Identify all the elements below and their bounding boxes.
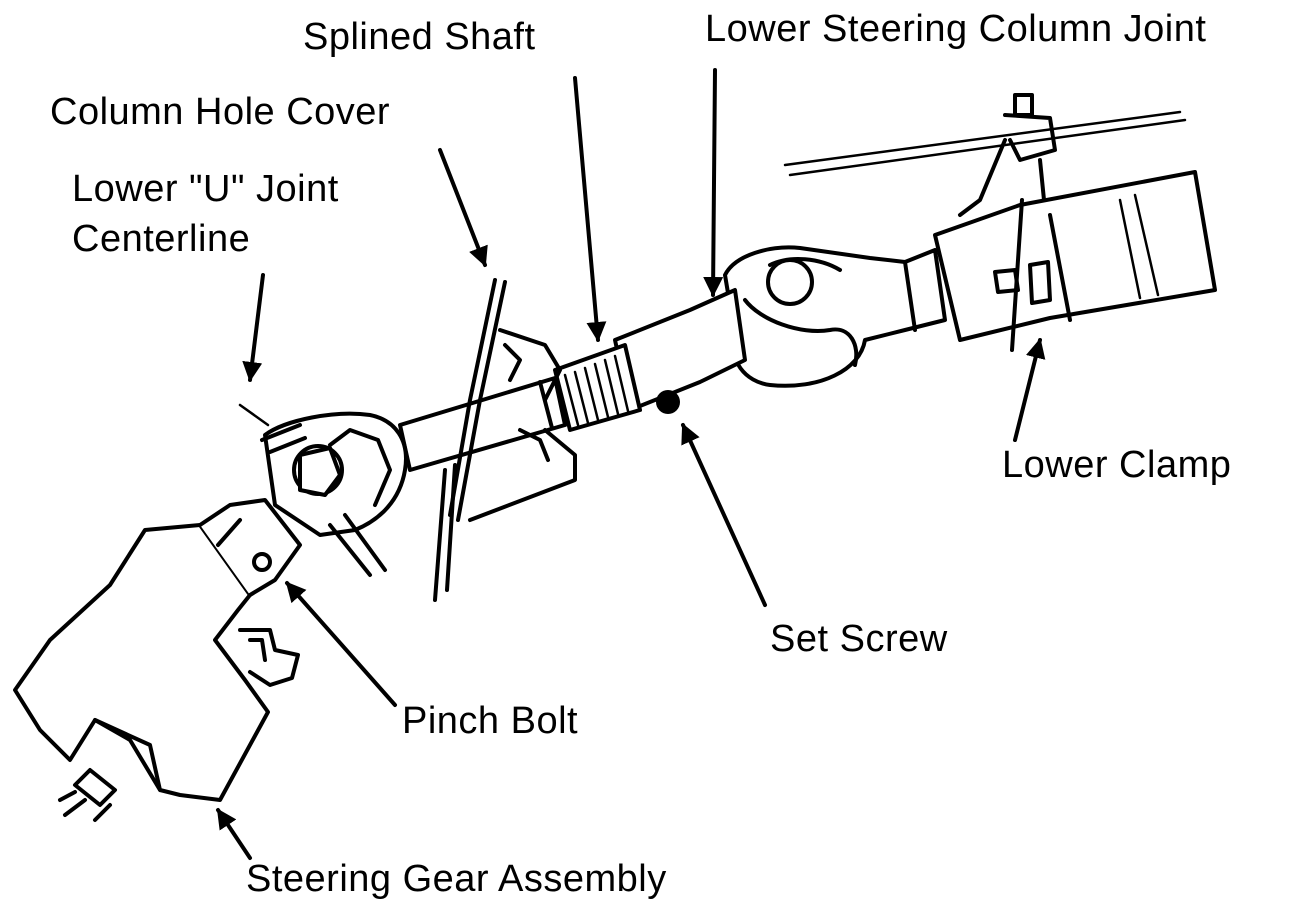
splined-shaft — [553, 343, 642, 432]
label-lower-clamp: Lower Clamp — [1002, 444, 1232, 486]
steering-gear-assembly — [13, 498, 302, 822]
label-pinch-bolt: Pinch Bolt — [402, 700, 579, 742]
label-splined-shaft: Splined Shaft — [303, 16, 536, 58]
label-lower-u-joint-line1: Lower "U" Joint — [72, 168, 339, 210]
column-hole-cover — [433, 278, 577, 602]
arrow-column-hole-cover — [438, 148, 488, 267]
label-set-screw: Set Screw — [770, 618, 948, 660]
label-lower-u-joint-line2: Centerline — [72, 218, 251, 260]
label-lower-steering-column-joint: Lower Steering Column Joint — [705, 8, 1207, 50]
arrow-splined-shaft — [573, 76, 607, 342]
u-joint-centerline-tick — [238, 403, 270, 427]
firewall-bracket — [783, 93, 1187, 217]
lower-u-joint — [260, 411, 408, 577]
arrow-lower-steering-column-joint — [703, 68, 724, 297]
arrow-pinch-bolt — [285, 581, 397, 707]
lower-steering-column-joint — [723, 245, 947, 388]
label-column-hole-cover: Column Hole Cover — [50, 91, 391, 133]
arrow-steering-gear-assembly — [216, 808, 252, 860]
arrow-lower-u-joint-centerline — [242, 273, 265, 382]
leader-arrows — [216, 68, 1046, 860]
label-steering-gear-assembly: Steering Gear Assembly — [246, 858, 667, 900]
steering-column-tube — [933, 170, 1217, 352]
arrow-set-screw — [681, 423, 767, 607]
arrow-lower-clamp — [1013, 338, 1046, 442]
